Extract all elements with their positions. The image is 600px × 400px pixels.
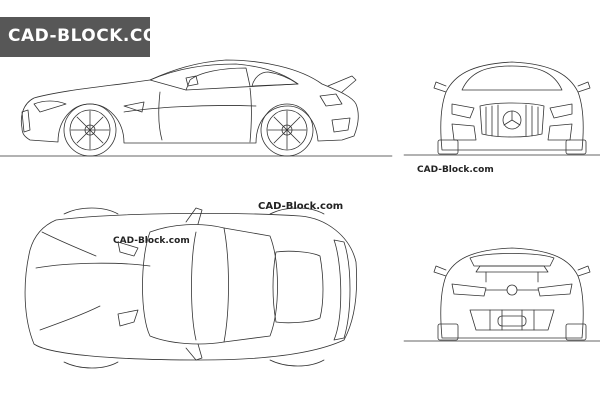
site-badge-text: CAD-BLOCK.COM xyxy=(8,26,176,46)
top-view xyxy=(25,208,357,368)
watermark-front-view: CAD-Block.com xyxy=(417,165,494,175)
rear-view xyxy=(404,248,600,341)
front-view xyxy=(404,62,600,155)
watermark-top-view-left: CAD-Block.com xyxy=(113,236,190,246)
side-view xyxy=(0,60,392,156)
watermark-top-view-upper: CAD-Block.com xyxy=(258,201,344,212)
site-badge[interactable]: CAD-BLOCK.COM xyxy=(0,17,175,57)
